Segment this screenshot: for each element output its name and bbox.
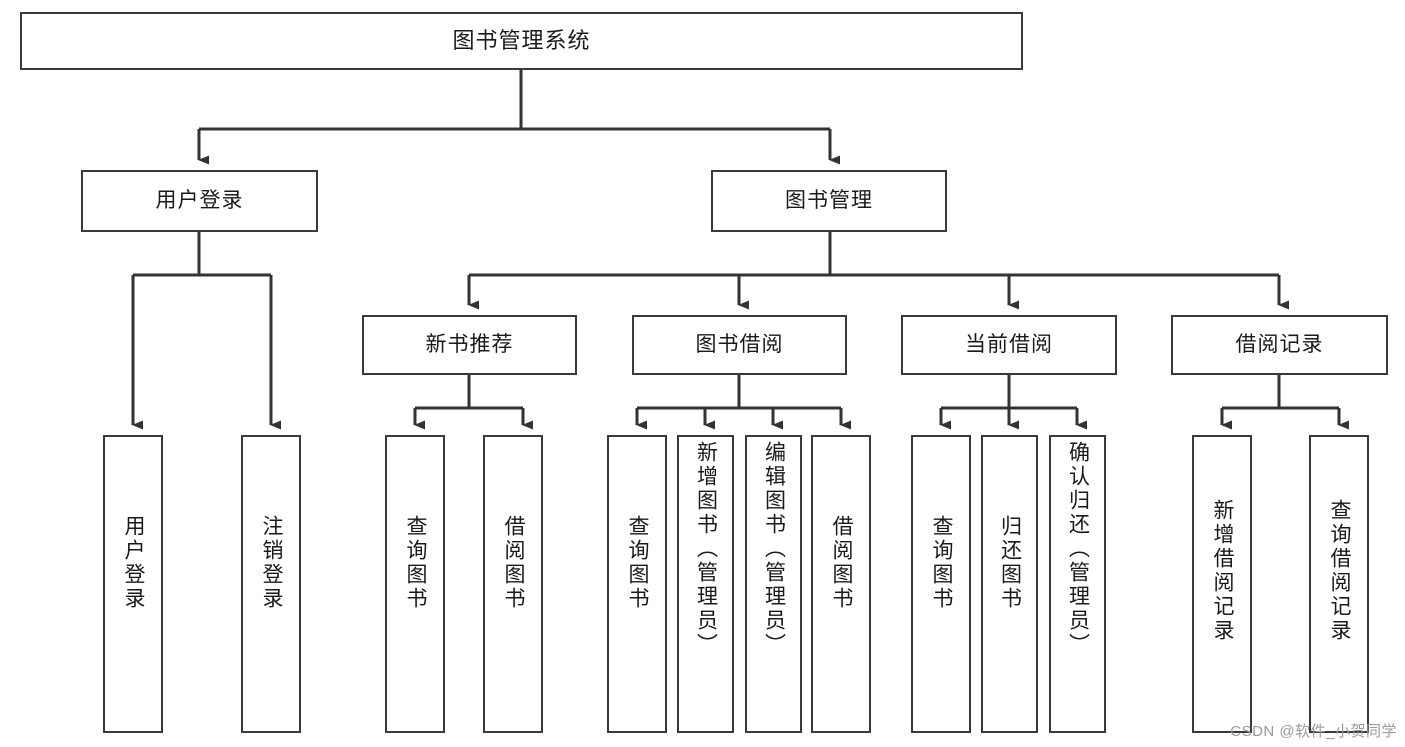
- leaf-label: 归还图书: [998, 515, 1022, 611]
- leaf-edit-book-admin[interactable]: 编辑图书（管理员）: [745, 435, 802, 733]
- node-book-management[interactable]: 图书管理: [711, 170, 947, 232]
- node-label: 图书管理: [785, 188, 873, 212]
- node-root-system[interactable]: 图书管理系统: [20, 12, 1023, 70]
- node-user-login[interactable]: 用户登录: [81, 170, 318, 232]
- leaf-query-book-recommend[interactable]: 查询图书: [385, 435, 445, 733]
- leaf-label: 新增借阅记录: [1211, 499, 1235, 643]
- leaf-label: 借阅图书: [502, 515, 526, 611]
- leaf-label: 查询图书: [930, 515, 954, 611]
- leaf-add-borrow-record[interactable]: 新增借阅记录: [1192, 435, 1252, 733]
- node-borrow-record[interactable]: 借阅记录: [1171, 315, 1388, 375]
- leaf-logout[interactable]: 注销登录: [241, 435, 301, 733]
- node-book-borrow[interactable]: 图书借阅: [632, 315, 847, 375]
- leaf-user-login[interactable]: 用户登录: [103, 435, 163, 733]
- node-label: 图书管理系统: [452, 28, 591, 54]
- node-label: 借阅记录: [1235, 332, 1324, 356]
- leaf-label: 新增图书（管理员）: [694, 441, 718, 657]
- leaf-confirm-return-admin[interactable]: 确认归还（管理员）: [1049, 435, 1106, 733]
- node-new-book-recommend[interactable]: 新书推荐: [362, 315, 577, 375]
- leaf-label: 用户登录: [122, 515, 146, 611]
- node-label: 图书借阅: [695, 332, 784, 356]
- node-label: 用户登录: [155, 188, 244, 212]
- node-label: 当前借阅: [965, 332, 1053, 356]
- leaf-label: 编辑图书（管理员）: [762, 441, 786, 657]
- leaf-label: 查询图书: [626, 515, 650, 611]
- leaf-borrow-book[interactable]: 借阅图书: [811, 435, 871, 733]
- leaf-label: 查询借阅记录: [1328, 499, 1352, 643]
- leaf-label: 查询图书: [404, 515, 428, 611]
- leaf-add-book-admin[interactable]: 新增图书（管理员）: [677, 435, 734, 733]
- leaf-return-book[interactable]: 归还图书: [981, 435, 1038, 733]
- leaf-label: 注销登录: [260, 515, 284, 611]
- leaf-query-borrow-record[interactable]: 查询借阅记录: [1309, 435, 1369, 733]
- leaf-label: 借阅图书: [830, 515, 854, 611]
- leaf-query-book-borrow[interactable]: 查询图书: [607, 435, 667, 733]
- leaf-label: 确认归还（管理员）: [1066, 441, 1090, 657]
- watermark: CSDN @软件_小贺同学: [1230, 723, 1397, 740]
- node-current-borrow[interactable]: 当前借阅: [901, 315, 1117, 375]
- node-label: 新书推荐: [425, 332, 514, 356]
- leaf-query-book-current[interactable]: 查询图书: [911, 435, 971, 733]
- leaf-borrow-book-recommend[interactable]: 借阅图书: [483, 435, 543, 733]
